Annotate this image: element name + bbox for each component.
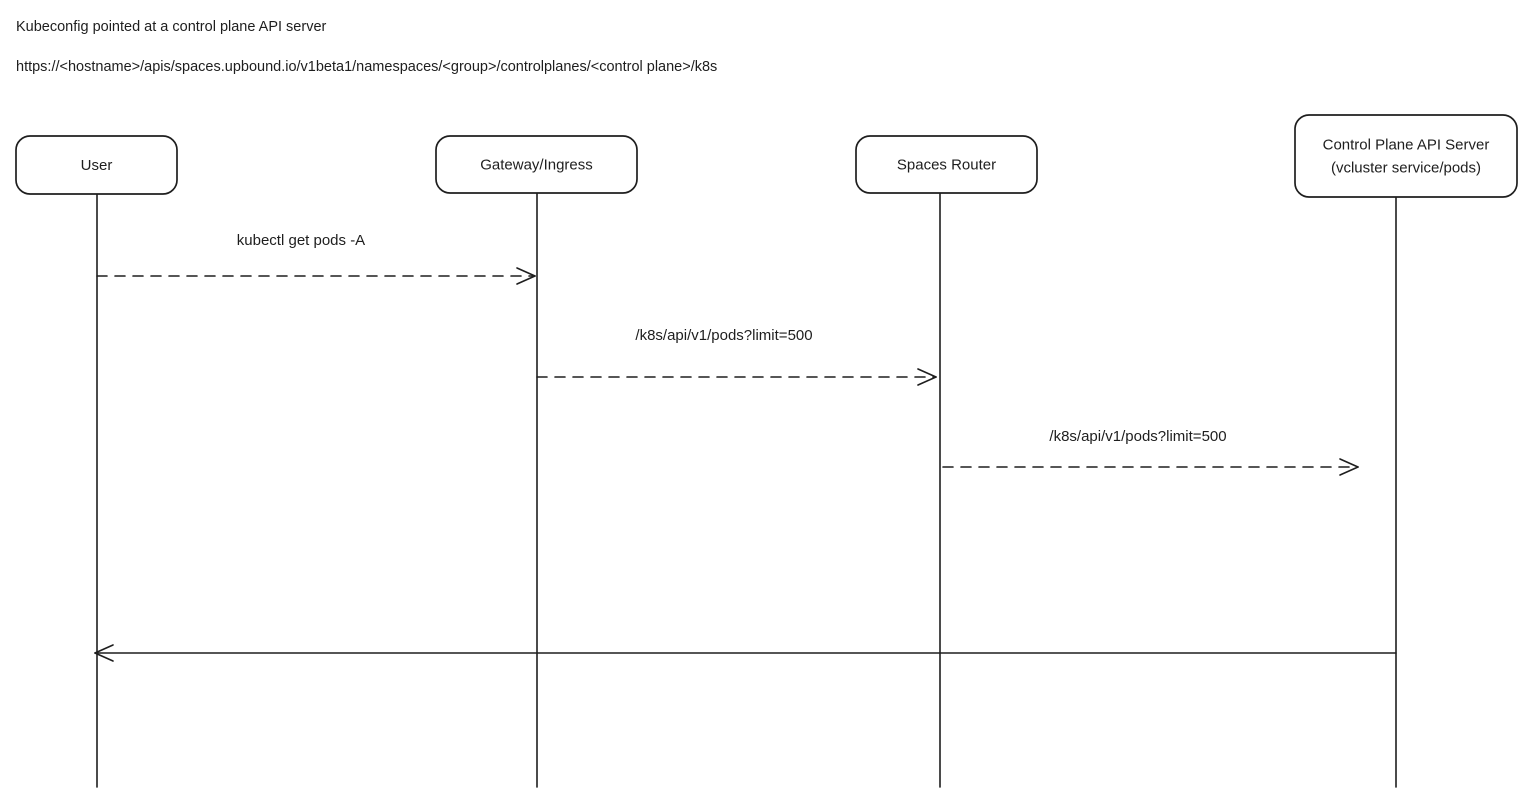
actor-box-user [15, 135, 178, 195]
arrowhead [94, 644, 114, 662]
arrowhead [917, 368, 937, 386]
arrowhead [516, 267, 536, 285]
actor-control-plane-api-server: Control Plane API Server (vcluster servic… [1294, 114, 1518, 788]
actor-box-spaces-router [855, 135, 1038, 194]
message-label: kubectl get pods -A [237, 232, 365, 249]
kubeconfig-note: Kubeconfig pointed at a control plane AP… [16, 19, 327, 35]
message-label: /k8s/api/v1/pods?limit=500 [635, 327, 812, 344]
actor-label: (vcluster service/pods) [1331, 160, 1481, 177]
message-router-to-control-plane: /k8s/api/v1/pods?limit=500 [942, 428, 1359, 476]
message-response-to-user [94, 644, 1397, 662]
control-plane-api-url: https://<hostname>/apis/spaces.upbound.i… [16, 59, 718, 75]
actor-box-gateway-ingress [435, 135, 638, 194]
actor-label: User [81, 157, 113, 174]
message-gateway-to-router: /k8s/api/v1/pods?limit=500 [536, 327, 937, 386]
message-label: /k8s/api/v1/pods?limit=500 [1049, 428, 1226, 445]
actor-spaces-router: Spaces Router [855, 135, 1038, 788]
actor-box-control-plane-api-server [1294, 114, 1518, 198]
actor-label: Spaces Router [897, 157, 996, 174]
actor-gateway-ingress: Gateway/Ingress [435, 135, 638, 788]
arrowhead [1339, 458, 1359, 476]
actor-label: Gateway/Ingress [480, 157, 593, 174]
message-kubectl-get-pods: kubectl get pods -A [96, 232, 536, 285]
actor-user: User [15, 135, 178, 788]
actor-label: Control Plane API Server [1323, 137, 1490, 154]
